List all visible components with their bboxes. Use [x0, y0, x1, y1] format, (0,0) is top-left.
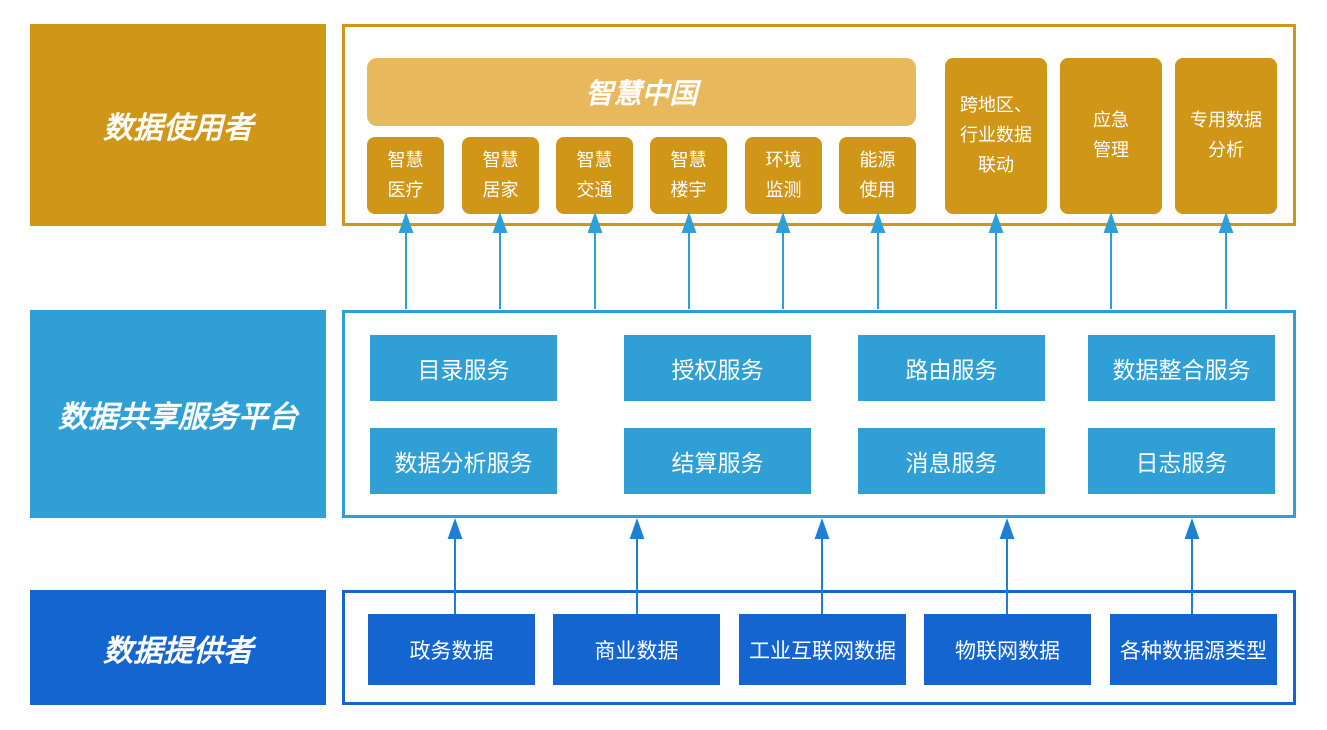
smart-china-banner: 智慧中国: [367, 58, 916, 126]
cross-region-linkage-box: 跨地区、 行业数据 联动: [945, 58, 1047, 214]
various-data-sources-box: 各种数据源类型: [1110, 614, 1277, 685]
smart-medical-box: 智慧 医疗: [367, 137, 444, 214]
iot-data-box: 物联网数据: [924, 614, 1091, 685]
arrow-up: [398, 211, 414, 309]
smart-traffic-box: 智慧 交通: [556, 137, 633, 214]
arrow-up: [492, 211, 508, 309]
data-analysis-service-box: 数据分析服务: [370, 428, 557, 494]
dedicated-data-analysis-box: 专用数据 分析: [1175, 58, 1277, 214]
log-service-box: 日志服务: [1088, 428, 1275, 494]
arrow-up: [999, 517, 1015, 614]
arrow-up: [681, 211, 697, 309]
arrow-up: [775, 211, 791, 309]
settlement-service-box: 结算服务: [624, 428, 811, 494]
catalog-service-box: 目录服务: [370, 335, 557, 401]
data-integration-service-box: 数据整合服务: [1088, 335, 1275, 401]
arrow-up: [629, 517, 645, 614]
users-layer-label: 数据使用者: [30, 24, 326, 226]
arrow-up: [447, 517, 463, 614]
message-service-box: 消息服务: [858, 428, 1045, 494]
arrow-up: [587, 211, 603, 309]
arrow-up: [870, 211, 886, 309]
arrow-up: [1184, 517, 1200, 614]
smart-home-box: 智慧 居家: [462, 137, 539, 214]
arrow-up: [814, 517, 830, 614]
emergency-management-box: 应急 管理: [1060, 58, 1162, 214]
energy-usage-box: 能源 使用: [839, 137, 916, 214]
platform-layer-label: 数据共享服务平台: [30, 310, 326, 518]
smart-building-box: 智慧 楼宇: [650, 137, 727, 214]
government-data-box: 政务数据: [368, 614, 535, 685]
commercial-data-box: 商业数据: [553, 614, 720, 685]
authorization-service-box: 授权服务: [624, 335, 811, 401]
arrow-up: [1218, 211, 1234, 309]
routing-service-box: 路由服务: [858, 335, 1045, 401]
arrow-up: [988, 211, 1004, 309]
arrow-up: [1103, 211, 1119, 309]
environment-monitoring-box: 环境 监测: [745, 137, 822, 214]
providers-layer-label: 数据提供者: [30, 590, 326, 705]
industrial-internet-data-box: 工业互联网数据: [739, 614, 906, 685]
